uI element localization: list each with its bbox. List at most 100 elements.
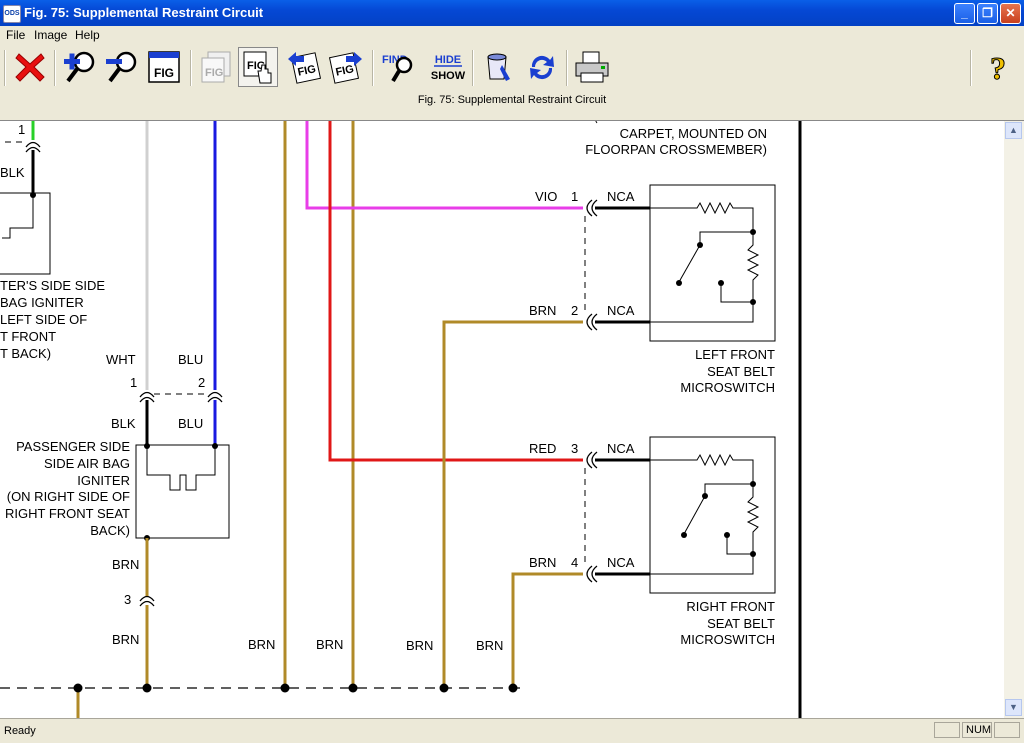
connector-symbol <box>586 199 593 217</box>
toolbar-separator <box>970 50 972 86</box>
wire-label: BLK <box>111 416 136 431</box>
component-label: TER'S SIDE SIDE <box>0 278 105 293</box>
wire-label: BLU <box>178 352 203 367</box>
scroll-down-arrow[interactable]: ▼ <box>1005 699 1022 716</box>
menu-image[interactable]: Image <box>34 28 68 42</box>
rotate-arrows-icon <box>530 55 554 80</box>
splice-dot <box>676 280 682 286</box>
component-label: PASSENGER SIDE <box>16 439 130 454</box>
component-label: LEFT FRONT <box>695 347 775 362</box>
refresh-button[interactable] <box>522 47 562 87</box>
toolbar-separator <box>372 50 374 86</box>
splice-dot <box>750 551 756 557</box>
vertical-scrollbar[interactable]: ▲ ▼ <box>1004 121 1024 718</box>
splice-dot <box>697 242 703 248</box>
igniter-element <box>2 195 34 239</box>
switch-wire <box>726 534 753 555</box>
connector-symbol <box>207 391 223 398</box>
status-cell-caps <box>934 722 960 738</box>
show-label: SHOW <box>431 70 466 82</box>
splice-dot <box>750 229 756 235</box>
minimize-button[interactable]: _ <box>954 3 975 24</box>
close-figure-button[interactable] <box>10 47 50 87</box>
zoom-in-button[interactable] <box>60 47 100 87</box>
help-button[interactable]: ? <box>978 47 1018 87</box>
fig-pan-button[interactable]: FIG <box>238 47 278 87</box>
splice-dot <box>142 683 152 693</box>
wire-label: BRN <box>529 303 556 318</box>
connector-symbol <box>139 391 155 398</box>
menu-help[interactable]: Help <box>75 28 100 42</box>
terminal-label: NCA <box>607 303 635 318</box>
splice-dot <box>750 481 756 487</box>
splice-dot <box>348 683 358 693</box>
connector-symbol <box>25 146 41 153</box>
component-label: MICROSWITCH <box>680 632 775 647</box>
connector-symbol <box>591 451 598 469</box>
pin-label: 1 <box>18 122 25 137</box>
splice-dot <box>439 683 449 693</box>
pin-label: 1 <box>571 189 578 204</box>
highlight-button[interactable] <box>478 47 518 87</box>
component-label: RIGHT FRONT SEAT <box>5 506 130 521</box>
wire-label: BRN <box>248 637 275 652</box>
resistor-symbol <box>650 453 754 484</box>
menu-file[interactable]: File <box>6 28 26 42</box>
wire-label: BLK <box>0 165 25 180</box>
zoom-out-button[interactable] <box>102 47 142 87</box>
print-button[interactable] <box>572 47 612 87</box>
note-paren <box>595 121 598 124</box>
connector-symbol <box>207 396 223 403</box>
maximize-button[interactable]: ❐ <box>977 3 998 24</box>
connector-symbol <box>591 565 598 583</box>
wire-label: BRN <box>316 637 343 652</box>
connector-symbol <box>139 595 155 602</box>
splice-dot <box>750 299 756 305</box>
location-note: CARPET, MOUNTED ON <box>620 126 767 141</box>
help-label: ? <box>990 50 1006 85</box>
terminal-label: NCA <box>607 189 635 204</box>
pin-label: 4 <box>571 555 578 570</box>
menu-bar: File Image Help <box>0 26 1024 44</box>
scroll-up-arrow[interactable]: ▲ <box>1005 122 1022 139</box>
connector-symbol <box>586 313 593 331</box>
wire-label: RED <box>529 441 556 456</box>
paint-bucket-icon <box>487 53 510 81</box>
prev-fig-button[interactable]: FIG <box>284 47 324 87</box>
connector-symbol <box>591 199 598 217</box>
igniter-element <box>146 446 216 491</box>
vio-wire <box>305 121 583 210</box>
prev-fig-icon: FIG <box>288 52 322 84</box>
brn-wire <box>511 572 583 688</box>
splice-dot <box>702 493 708 499</box>
wire-label: BRN <box>112 632 139 647</box>
connector-symbol <box>591 313 598 331</box>
component-label: (ON RIGHT SIDE OF <box>7 489 130 504</box>
close-button[interactable]: ✕ <box>1000 3 1021 24</box>
status-cell-scroll <box>994 722 1020 738</box>
status-num: NUM <box>962 722 992 738</box>
switch-wire <box>650 554 754 575</box>
fit-figure-button[interactable]: FIG <box>144 47 184 87</box>
switch-contact <box>678 244 701 283</box>
right-microswitch-box <box>649 436 776 594</box>
component-label: BAG IGNITER <box>0 295 84 310</box>
zoom-in-icon <box>64 51 95 83</box>
toolbar-separator <box>4 50 6 86</box>
fig-label: FIG <box>205 67 223 79</box>
diagram-canvas[interactable]: 1 BLK TER'S SIDE SIDE BAG IGNITER LEFT S… <box>0 121 1004 718</box>
title-bar[interactable]: ODS Fig. 75: Supplemental Restraint Circ… <box>0 0 1024 26</box>
fig-label: FIG <box>154 66 174 80</box>
next-fig-button[interactable]: FIG <box>326 47 366 87</box>
minimize-icon: _ <box>961 6 968 20</box>
red-x-icon <box>15 53 45 82</box>
close-icon: ✕ <box>1005 6 1016 20</box>
wire-label: BRN <box>112 557 139 572</box>
pin-label: 3 <box>124 592 131 607</box>
status-text: Ready <box>4 725 36 737</box>
find-button[interactable]: FIND <box>378 47 418 87</box>
printer-icon <box>575 51 609 83</box>
splice-dot <box>73 683 83 693</box>
splice-dot <box>508 683 518 693</box>
